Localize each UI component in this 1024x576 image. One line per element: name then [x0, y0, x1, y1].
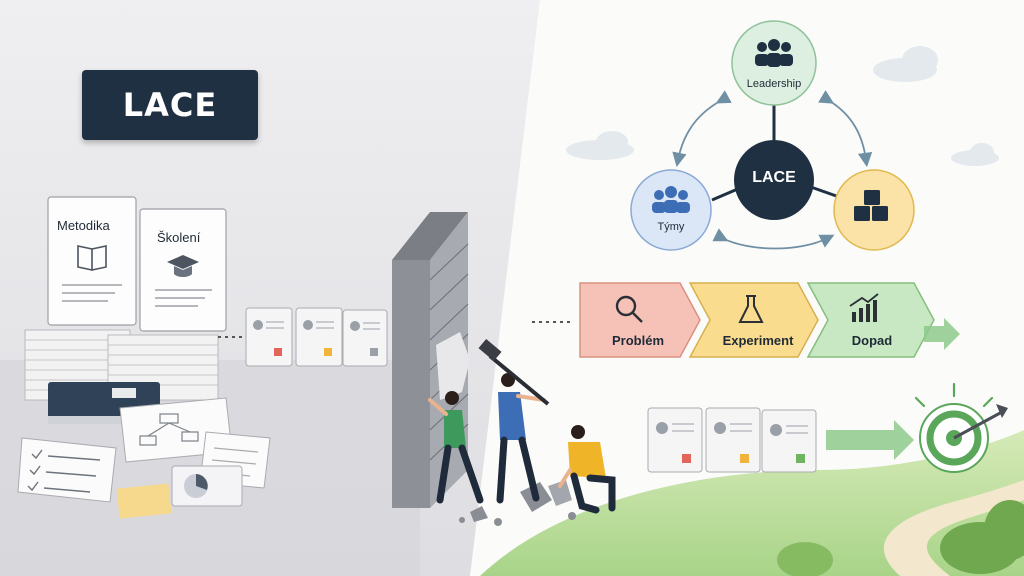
checklist-paper [17, 437, 117, 503]
winding-path [883, 480, 1024, 576]
process-flow [579, 282, 960, 358]
leadership-label: Leadership [746, 78, 802, 90]
lace-title-badge: LACE [82, 70, 258, 140]
step-problem-label: Problém [611, 333, 664, 348]
bush-icon [777, 500, 1024, 576]
cloud-icon [566, 46, 999, 166]
step-dopad-label: Dopad [851, 333, 893, 348]
step-experiment-shape [688, 282, 819, 358]
person-kneeling [558, 425, 616, 514]
teams-label: Týmy [657, 221, 685, 233]
trailing-arrow-icon [924, 318, 960, 350]
book-icon [77, 245, 107, 271]
target-icon [914, 382, 1008, 473]
sticky-note [116, 483, 172, 519]
leadership-icon [755, 39, 793, 67]
lace-title: LACE [122, 86, 218, 124]
flask-icon [738, 295, 764, 323]
pie-chart-paper [171, 465, 243, 507]
document-skoleni-label: Školení [157, 230, 201, 245]
to-target-arrow-icon [826, 420, 914, 460]
card-row-right [647, 407, 914, 473]
bar-chart-icon [849, 293, 879, 322]
center-node [734, 140, 814, 220]
document-skoleni [139, 208, 227, 332]
person-hammer [478, 338, 550, 504]
teams-icon [652, 186, 690, 213]
center-label: LACE [752, 169, 796, 186]
brick-wall [392, 212, 470, 508]
magnifier-icon [615, 295, 643, 323]
lace-hub [630, 20, 915, 251]
document-metodika-label: Metodika [57, 218, 110, 233]
person-pushing [428, 391, 484, 504]
step-dopad-shape [806, 282, 935, 358]
graduation-cap-icon [167, 255, 199, 277]
hammer-icon [488, 354, 550, 406]
document-metodika [47, 196, 137, 326]
cubes-icon [854, 190, 888, 221]
step-experiment-label: Experiment [722, 333, 794, 348]
card-row-left [218, 307, 388, 367]
